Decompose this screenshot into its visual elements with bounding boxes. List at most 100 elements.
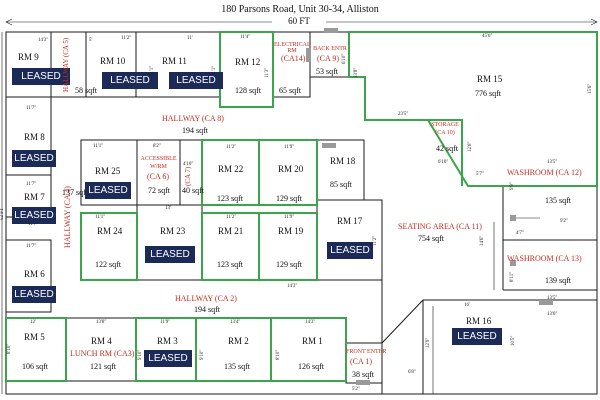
rm23-name: RM 23 — [160, 226, 186, 236]
rm5-outline — [5, 317, 67, 382]
dim-rm19-w: 11'9" — [284, 215, 295, 220]
dim-ca7-w: 4'10" — [183, 162, 194, 167]
ca6-label-2: W/RM — [150, 164, 167, 170]
green-outlines — [5, 31, 598, 382]
rm16-diag-wall — [381, 299, 424, 344]
rm1-name: RM 1 — [302, 336, 323, 346]
ca5-sqft: 58 sqft — [75, 86, 97, 95]
ca2-name: HALLWAY (CA 2) — [175, 294, 237, 303]
dim-rm1-h: 8'10" — [276, 349, 281, 360]
rm25-name: RM 25 — [95, 166, 121, 176]
rm20-outline — [258, 139, 318, 206]
dim-rm16-bot: 13'6" — [547, 312, 558, 317]
ca12-name: WASHROOM (CA 12) — [507, 168, 582, 177]
door-rm18 — [322, 143, 336, 148]
dim-wash13-h: 8'11" — [510, 271, 515, 282]
dim-rm12-h: 11'3" — [265, 67, 270, 78]
rm18-sqft: 85 sqft — [330, 180, 352, 189]
dim-rm21-w: 11'2" — [226, 215, 237, 220]
dim-wash12-w: 13'5" — [547, 160, 558, 165]
rm9-name: RM 9 — [18, 52, 39, 62]
rm12-sqft: 128 sqft — [235, 86, 261, 95]
rm1-outline — [270, 317, 347, 382]
ca9-label-2: (CA 9) — [317, 54, 339, 63]
rm15-outline — [348, 31, 598, 187]
ca7-name: (CA 7) — [184, 166, 192, 186]
dim-rm4-w: 13'8" — [96, 320, 107, 325]
ca4-sqft: 137 sqft — [62, 188, 88, 197]
ca10-label-1: STORAGE — [431, 122, 459, 128]
rm23-walls — [136, 204, 203, 281]
rm18-walls — [316, 139, 365, 201]
dim-wash13-w: 13'5" — [547, 296, 558, 301]
ca10-label-2: (CA 10) — [435, 130, 455, 136]
door-back-entr — [324, 28, 338, 33]
rm8-leased-badge: LEASED — [12, 150, 56, 167]
rm21-name: RM 21 — [218, 226, 244, 236]
dim-rm2-h: 9'10" — [200, 349, 205, 360]
ca8-name: HALLWAY (CA 8) — [162, 114, 224, 123]
ca2-sqft: 194 sqft — [194, 305, 220, 314]
dim-rm5-h: 8'10" — [7, 343, 12, 354]
dim-ca5-w: 5' — [89, 38, 93, 43]
rm19-name: RM 19 — [278, 226, 304, 236]
ca14-label-2: RM — [287, 48, 297, 54]
dim-rm3-w: 11'9" — [160, 320, 171, 325]
rm22-sqft: 123 sqft — [217, 194, 243, 203]
rm20-name: RM 20 — [278, 164, 304, 174]
dim-rm12-w: 11'4" — [240, 35, 251, 40]
dim-rm16-w: 16' — [464, 303, 470, 308]
rm2-outline — [195, 317, 272, 382]
dim-rm10-h: 11'1" — [150, 65, 155, 76]
ca6-label-1: ACCESSIBLE — [140, 156, 177, 162]
dim-storage-w: 6'10" — [438, 160, 449, 165]
dim-bottom-row: 14'3" — [287, 284, 298, 289]
dim-storage-h: 12'6" — [468, 141, 473, 152]
rm6-walls — [5, 239, 52, 313]
dim-rm20-w: 11'9" — [284, 145, 295, 150]
door-wash-a — [510, 215, 516, 221]
rm12-name: RM 12 — [235, 57, 261, 67]
rm11-leased-badge: LEASED — [169, 72, 223, 89]
rm22-name: RM 22 — [218, 164, 244, 174]
dim-rm17-h: 11'2" — [373, 235, 378, 246]
dim-seating-h: 14'6" — [480, 235, 485, 246]
dim-rm16-h2: 10'5" — [511, 335, 516, 346]
rm6-leased-badge: LEASED — [12, 286, 56, 303]
rm17-name: RM 17 — [337, 216, 363, 226]
dim-rm5-w: 12' — [30, 320, 36, 325]
rm16-name: RM 16 — [466, 316, 492, 326]
ca13-name: WASHROOM (CA 13) — [507, 254, 582, 263]
side-width-label: 52 FT — [0, 207, 5, 220]
ca6-label-3: (CA 6) — [147, 172, 169, 181]
dim-rm15-side: 13'8" — [354, 67, 359, 78]
rm8-name: RM 8 — [24, 132, 45, 142]
rm16-leased-badge: LEASED — [452, 328, 502, 345]
ca10-sqft: 42 sqft — [436, 144, 458, 153]
rm15-sqft: 776 sqft — [475, 89, 501, 98]
rm1-sqft: 126 sqft — [298, 362, 324, 371]
rm4-sqft: 121 sqft — [90, 362, 116, 371]
door-ca9 — [306, 48, 311, 62]
ca10-outline — [428, 119, 463, 186]
dim-rm11-w: 11' — [187, 36, 193, 41]
overall-width-label: 60 FT — [274, 16, 324, 26]
ca11-sqft: 754 sqft — [418, 234, 444, 243]
dim-rm23-w: 13' — [165, 206, 171, 211]
dim-rm8-top: 11'7" — [26, 106, 37, 111]
dim-rm24-w: 11'1" — [95, 215, 106, 220]
rm3-name: RM 3 — [157, 336, 178, 346]
dim-rm10-w: 11'2" — [121, 36, 132, 41]
ca7-sqft: 40 sqft — [182, 186, 204, 195]
rm21-sqft: 123 sqft — [217, 260, 243, 269]
dim-ca4-h: 11'7" — [28, 222, 39, 227]
ca9-sqft: 53 sqft — [316, 67, 338, 76]
dim-ca10-side: 5'7" — [476, 172, 484, 177]
door-front — [356, 380, 370, 385]
dim-rm1-w: 14'3" — [305, 320, 316, 325]
ca12-sqft: 135 sqft — [545, 196, 571, 205]
rm7-name: RM 7 — [24, 192, 45, 202]
address-title: 180 Parsons Road, Unit 30-34, Alliston — [221, 4, 379, 15]
rm6-name: RM 6 — [24, 269, 45, 279]
